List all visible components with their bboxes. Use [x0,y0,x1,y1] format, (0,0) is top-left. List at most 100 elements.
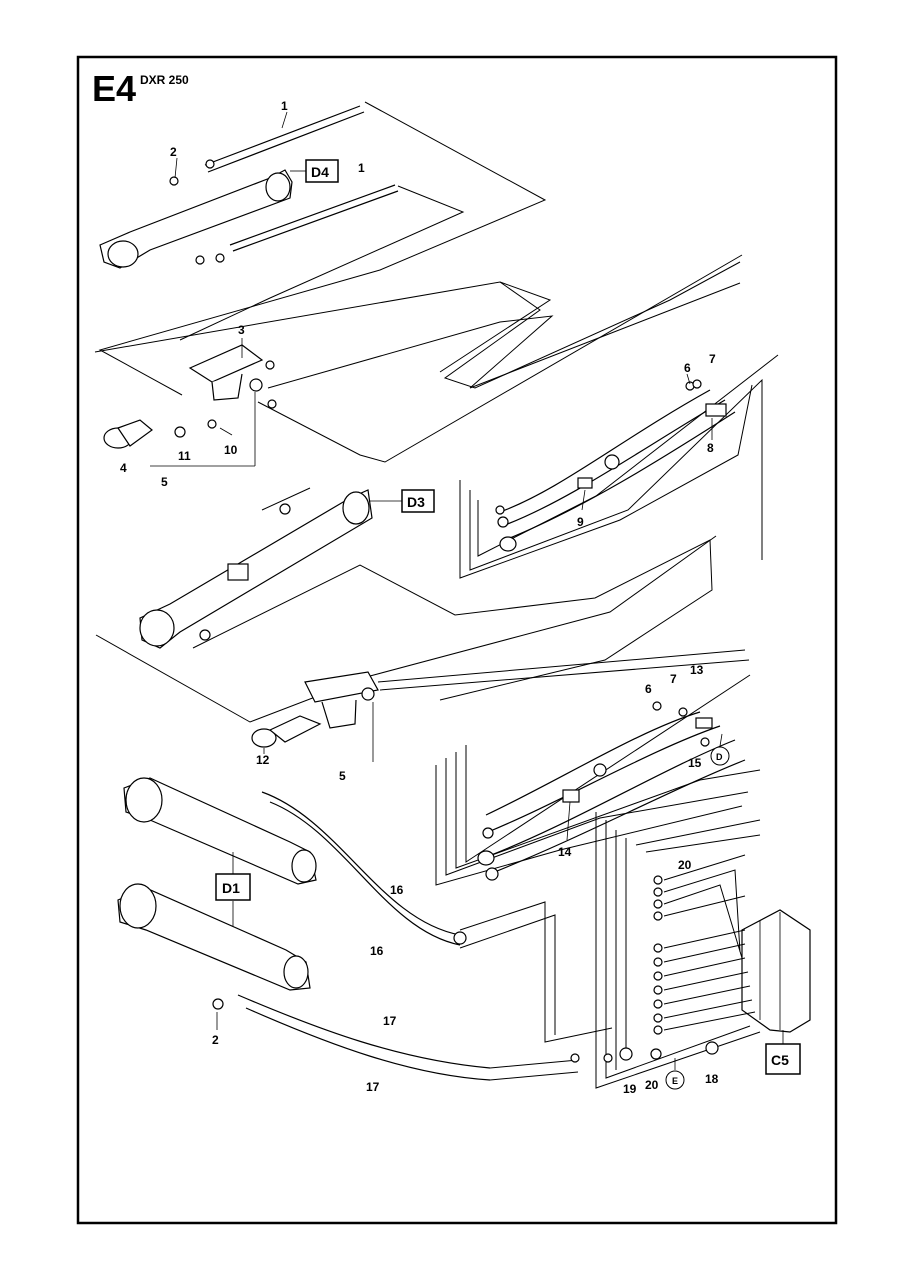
bracket-5 [304,671,379,703]
hose-g [491,759,746,874]
nut-low [267,399,277,409]
part-10 [207,419,217,429]
leader-10 [219,427,233,436]
fitting-20b [653,887,663,897]
cylinder-d1-assembly [117,777,613,1081]
bracket-5-side [321,699,357,729]
cylinder-upper-cap [125,777,163,823]
leader-1 [281,111,288,129]
route-line-19 [663,854,746,959]
cylinder-upper-eye [291,849,317,883]
cylinder-port-2 [279,503,291,515]
callout-3: 3 [238,323,245,337]
part-20b [650,1048,662,1060]
route-line-16 [465,674,751,863]
cylinder-d3-assembly [95,487,717,723]
route-line-8 [469,378,763,571]
part-6b [652,701,662,711]
route-line-7 [459,384,753,579]
callout-17-bottom: 17 [366,1080,380,1094]
hose-d [485,711,701,816]
svg-text:D1: D1 [222,880,240,896]
leader-6 [686,373,691,385]
hose-end-3 [495,505,505,515]
hose-17b [245,1007,491,1081]
callout-2-bottom: 2 [212,1033,219,1047]
bracket-nut [361,687,375,701]
fitting-20g [653,971,663,981]
hose-f [485,739,736,858]
hose-1-lower [229,184,399,252]
hose-bundle-upper [459,354,779,579]
cylinder-lower-cap [119,883,157,929]
part-19 [619,1047,633,1061]
callout-8: 8 [707,441,714,455]
route-line-1 [98,101,547,396]
part-9-nut [604,454,620,470]
fitting-20h [653,985,663,995]
hose-b [504,399,726,526]
fitting-low-2 [195,255,205,265]
hose-1-top [204,105,365,173]
part-2b [212,998,224,1010]
fitting-20j [653,1013,663,1023]
hose-end-6 [482,827,494,839]
route-line-9 [477,354,779,557]
part-15 [700,737,710,747]
cylinder-eye [139,609,175,647]
fitting-20e [653,943,663,953]
hose-a [499,389,711,513]
leader-14 [566,801,571,841]
cylinder-mount [265,172,291,202]
route-line-2 [179,185,465,341]
page-code: E4 [92,68,136,109]
callout-18: 18 [705,1072,719,1086]
ref-c5: C5 [765,1043,801,1075]
hose-bundle-lower [435,674,761,886]
callout-7-bottom: 7 [670,672,677,686]
fitting-20c [653,899,663,909]
ref-d1: D1 [215,873,251,901]
route-line-17 [459,901,613,1043]
fitting-20d [653,911,663,921]
part-19-washer [603,1053,613,1063]
callout-5-top: 5 [161,475,168,489]
cylinder-d4-assembly [98,101,547,396]
route-line-6 [257,254,743,463]
part-18 [705,1041,719,1055]
leader-d-circle [719,733,723,747]
callout-20-top: 20 [678,858,692,872]
part-11 [174,426,186,438]
part-14 [562,789,580,803]
cylinder-mount [342,491,370,525]
hose-16a [261,791,461,936]
callout-labels: 1 1 2 3 4 5 6 7 8 9 10 11 12 5 6 7 13 15… [120,99,719,1096]
route-line-18 [489,1059,579,1081]
ref-circle-d: D [710,746,730,766]
model-name: DXR 250 [140,73,189,87]
route-line-11 [95,535,717,723]
cylinder-body [99,169,293,269]
nut-top [265,360,275,370]
callout-7-top: 7 [709,352,716,366]
valve-coupler [117,419,153,447]
callout-15: 15 [688,756,702,770]
svg-text:D3: D3 [407,494,425,510]
callout-6-top: 6 [684,361,691,375]
hose-end-2 [497,516,509,528]
callout-13: 13 [690,663,704,677]
svg-text:C5: C5 [771,1052,789,1068]
callout-17-top: 17 [383,1014,397,1028]
leader-9 [581,489,586,511]
bracket-2-assembly [251,649,750,762]
callout-1-right: 1 [358,161,365,175]
cylinder-body [139,489,373,649]
callout-1-top: 1 [281,99,288,113]
part-4 [249,378,263,392]
callout-10: 10 [224,443,238,457]
fitting-2 [169,176,179,186]
ref-d4: D4 [305,159,339,183]
part-7 [692,379,702,389]
part-14-nut [593,763,607,777]
